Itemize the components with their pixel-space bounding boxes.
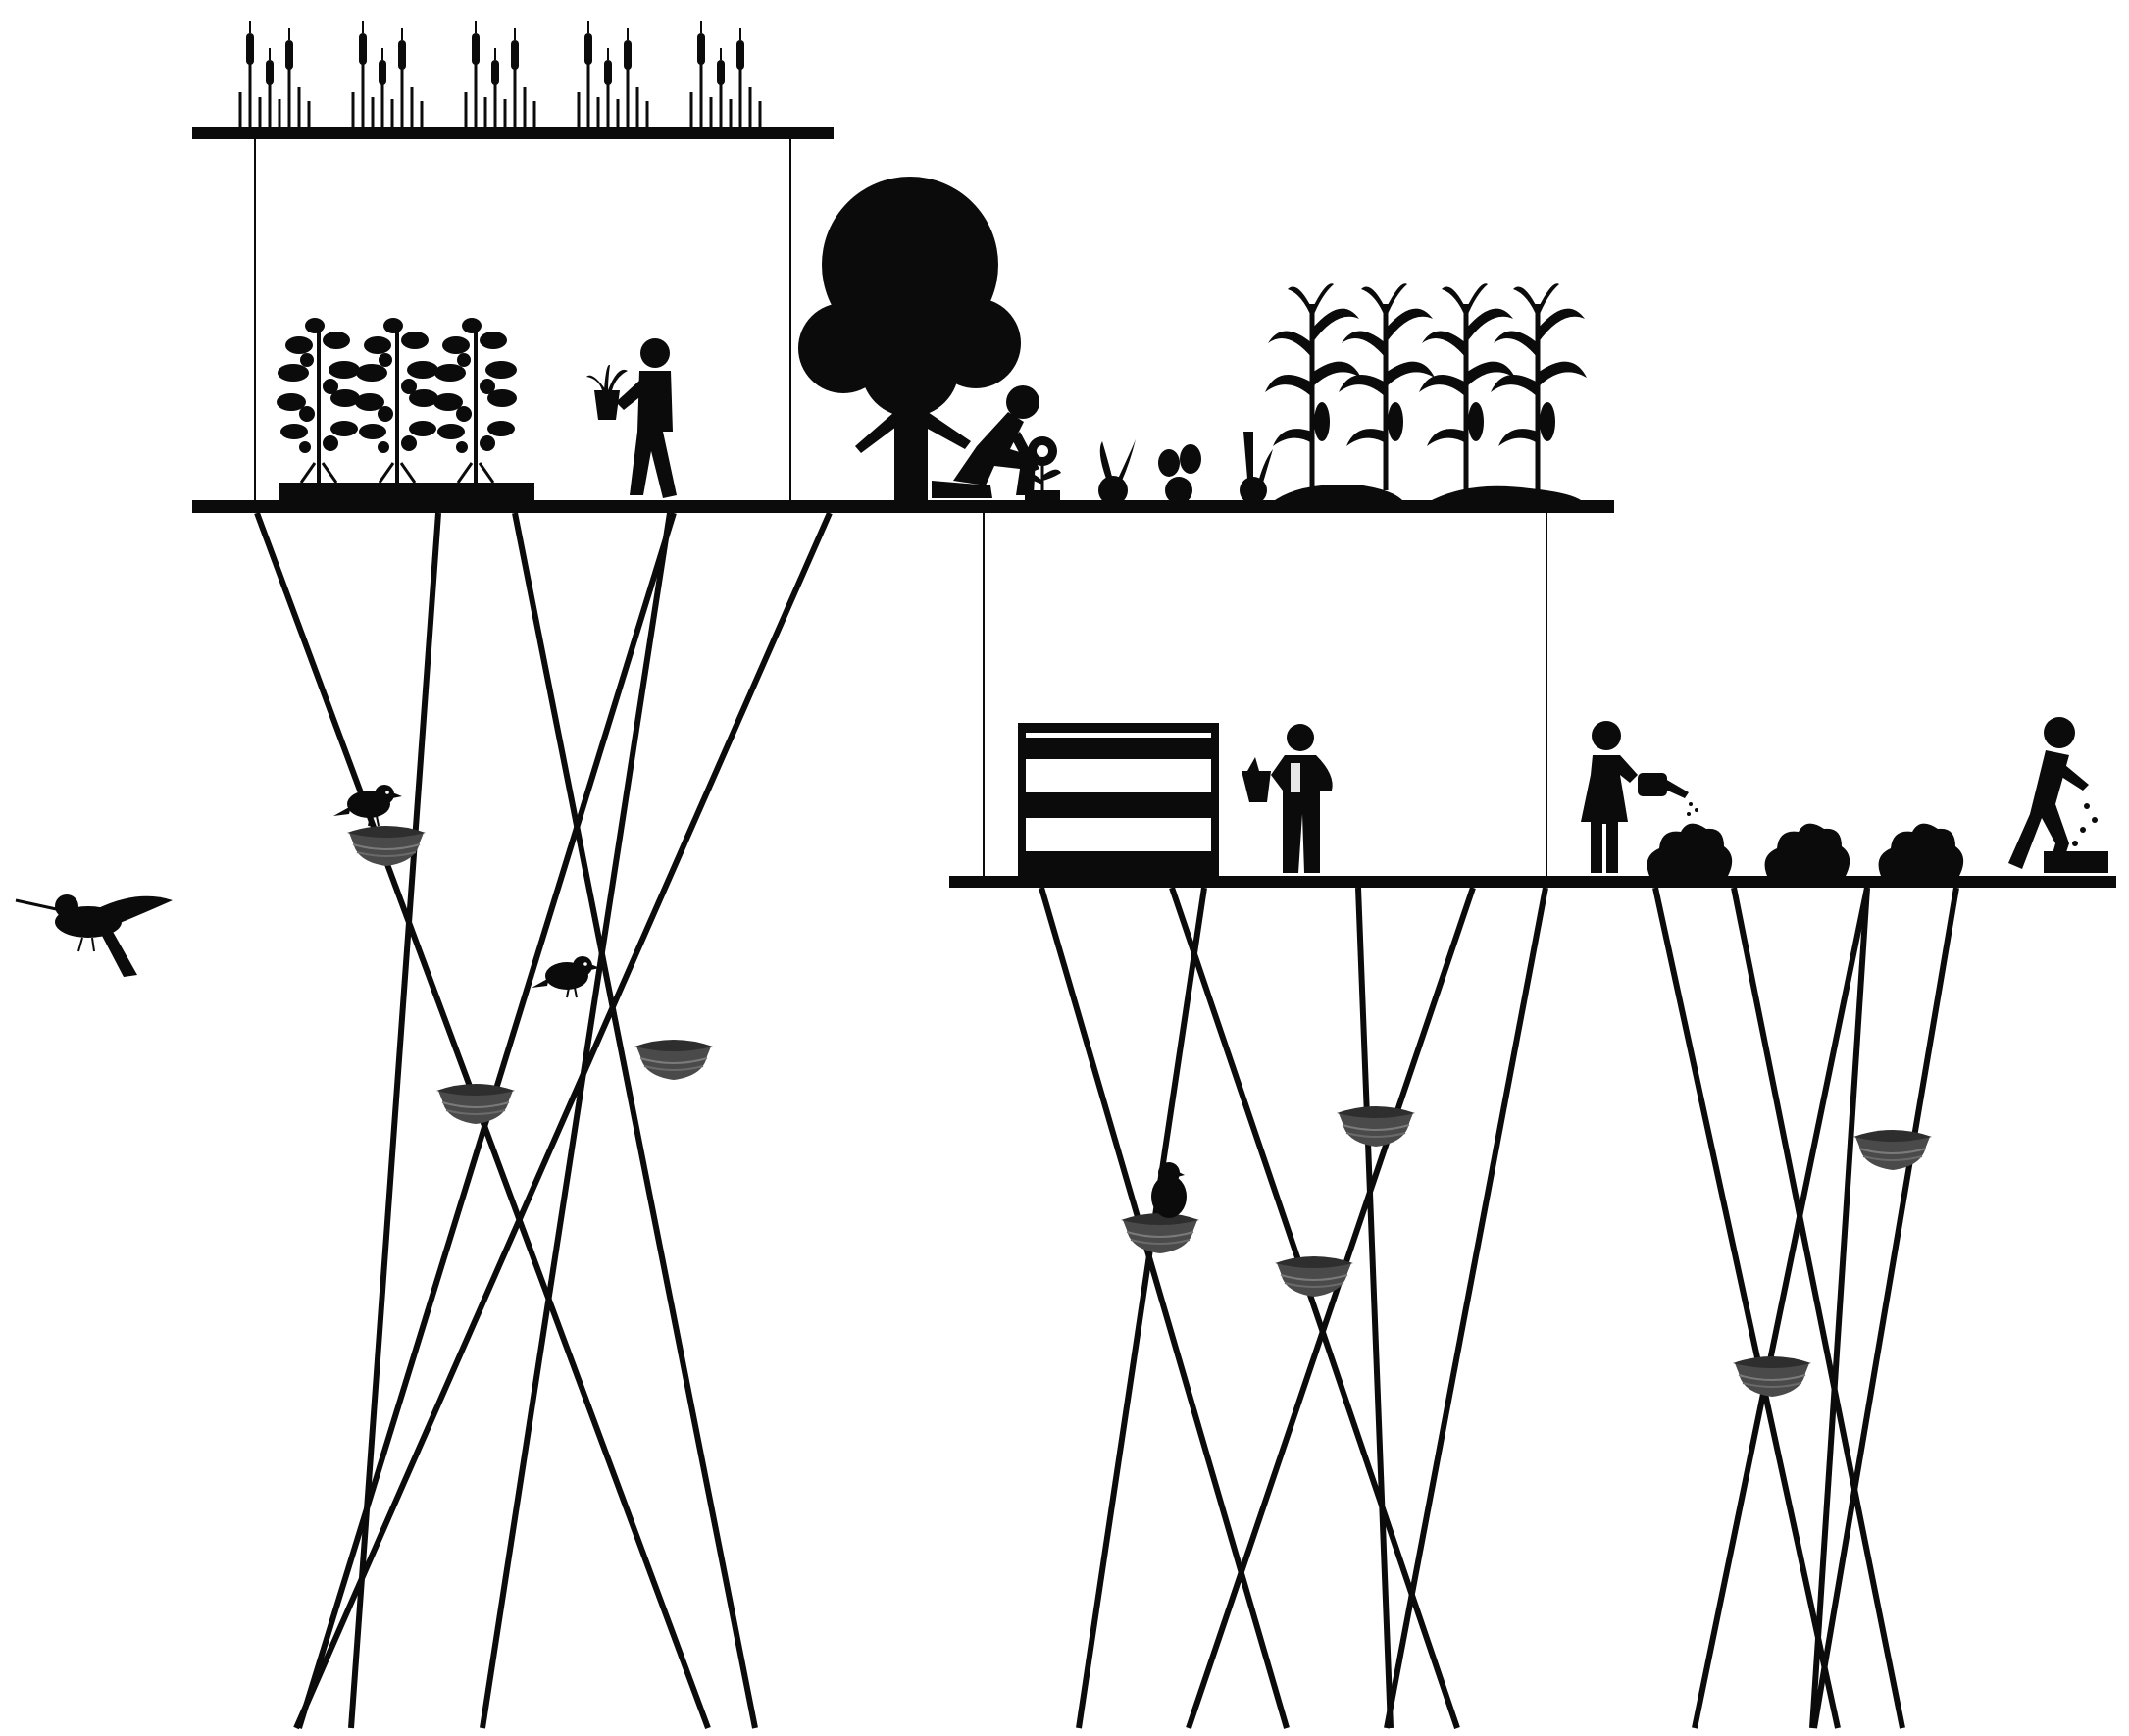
- shrub-icon: [1647, 824, 1964, 876]
- corn-stalk-icon: [1265, 283, 1587, 500]
- person-watering-icon: [1581, 721, 1638, 873]
- person-carrying-plant-icon: [586, 338, 677, 498]
- hummingbird-icon: [16, 894, 173, 977]
- cattail-icon: [240, 21, 760, 127]
- person-with-bag-icon: [1242, 724, 1333, 873]
- upper-platform: [192, 500, 1614, 876]
- lower-platform: [949, 876, 2116, 888]
- lower-stilts: [1041, 888, 1956, 1728]
- watering-can-icon: [1638, 773, 1698, 816]
- roof-platform: [192, 127, 834, 500]
- person-kneeling-icon: [932, 385, 1039, 498]
- person-composting-icon: [2008, 717, 2108, 873]
- upper-stilts: [257, 513, 830, 1728]
- tomato-plant-icon: [277, 318, 534, 500]
- vegetable-icon: [1098, 432, 1273, 505]
- bird-icon: [333, 785, 1187, 1218]
- raised-bed-icon: [1018, 723, 1219, 876]
